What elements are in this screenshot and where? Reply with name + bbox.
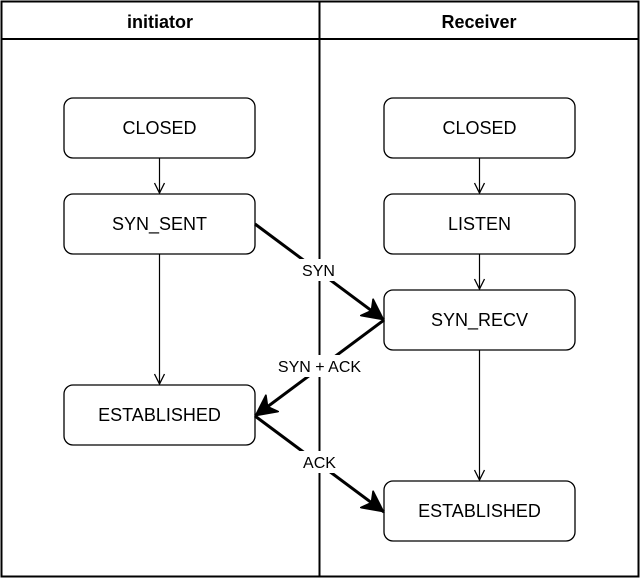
lane-title-initiator: initiator [127, 12, 193, 32]
message-syn-label-bg [296, 259, 341, 281]
state-label: CLOSED [122, 118, 196, 138]
state-initiator-closed: CLOSED [63, 97, 256, 159]
state-receiver-closed: CLOSED [383, 97, 576, 159]
state-initiator-established: ESTABLISHED [63, 384, 256, 446]
message-syn-ack: SYN + ACK [255, 318, 385, 418]
state-label: CLOSED [442, 118, 516, 138]
message-ack: ACK [254, 414, 384, 514]
message-syn-label: SYN [302, 263, 335, 280]
message-ack-label: ACK [303, 455, 336, 472]
state-receiver-syn-recv: SYN_RECV [383, 289, 576, 351]
message-syn-ack-label-bg [271, 355, 368, 377]
state-label: SYN_SENT [112, 214, 207, 235]
message-syn-ack-label: SYN + ACK [278, 359, 361, 376]
state-initiator-syn-sent: SYN_SENT [63, 193, 256, 255]
state-label: SYN_RECV [431, 310, 528, 331]
message-ack-label-bg [297, 451, 342, 473]
message-syn: SYN [254, 222, 384, 322]
state-label: ESTABLISHED [418, 501, 541, 521]
state-receiver-established: ESTABLISHED [383, 480, 576, 542]
state-receiver-listen: LISTEN [383, 193, 576, 255]
lane-title-receiver: Receiver [441, 12, 516, 32]
state-label: ESTABLISHED [98, 405, 221, 425]
state-label: LISTEN [448, 214, 511, 234]
